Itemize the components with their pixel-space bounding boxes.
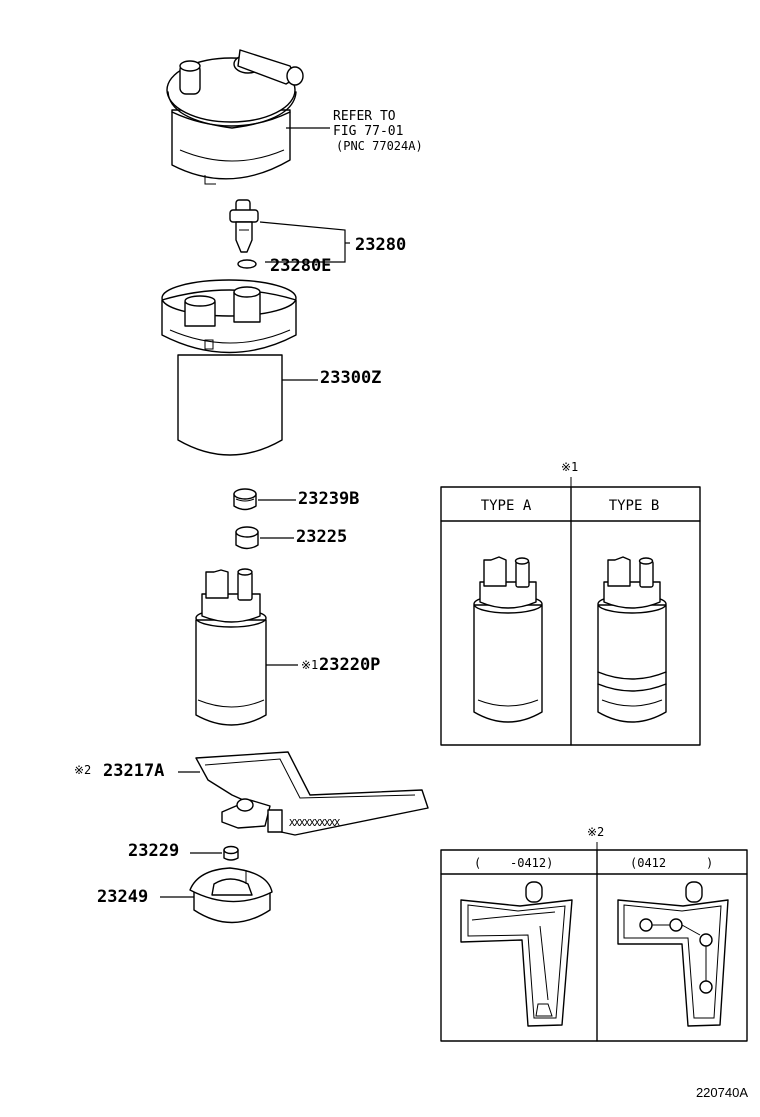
diagram-code: 220740A: [696, 1085, 748, 1100]
part-23280-valve: [229, 199, 259, 253]
part-23225-filter: [235, 526, 259, 550]
part-23220p-fuel-pump: [195, 568, 267, 726]
pump-type-b-image: [597, 556, 667, 723]
part-23300z-fuel-filter: [161, 279, 297, 456]
label-23229: 23229: [128, 841, 179, 861]
label-23249: 23249: [97, 887, 148, 907]
reference-line-1: REFER TO: [333, 109, 396, 124]
label-23280: 23280: [355, 235, 406, 255]
reference-note: REFER TO FIG 77-01 (PNC 77024A): [286, 109, 423, 153]
label-23280e: 23280E: [270, 256, 331, 276]
part-23229-clip: [223, 845, 239, 861]
inset1-mark: ※1: [561, 460, 578, 474]
inset-pump-types: ※1 TYPE A TYPE B: [440, 460, 701, 746]
reference-line-3: (PNC 77024A): [336, 139, 423, 153]
gasket-variant-a-image: [460, 881, 573, 1027]
inset2-col-b-value: (0412: [630, 856, 666, 870]
fuel-filter-top: [166, 49, 304, 185]
part-23249-bracket: [189, 867, 273, 924]
part-23217a-gasket: XXXXXXXXXX: [195, 751, 429, 836]
inset2-col-b-close: ): [706, 856, 713, 870]
inset2-col-a-value: -0412): [510, 856, 553, 870]
part-23280e-o-ring: [237, 259, 257, 269]
label-23239b: 23239B: [298, 489, 359, 509]
reference-line-2: FIG 77-01: [333, 124, 403, 139]
mark-23220p: ※1: [301, 658, 318, 672]
label-23300z: 23300Z: [320, 368, 381, 388]
pump-type-a-image: [473, 556, 543, 723]
part-23239b-cushion: [233, 488, 257, 511]
inset2-mark: ※2: [587, 825, 604, 839]
inset2-col-a-open: (: [474, 856, 481, 870]
gasket-marking: XXXXXXXXXX: [289, 818, 340, 829]
mark-23217a: ※2: [74, 763, 91, 777]
inset-gasket-variants: ※2 ( -0412) (0412 ): [440, 825, 748, 1042]
label-23220p: 23220P: [319, 655, 380, 675]
label-23217a: 23217A: [103, 761, 164, 781]
inset1-type-b: TYPE B: [609, 498, 660, 514]
label-23225: 23225: [296, 527, 347, 547]
inset1-type-a: TYPE A: [481, 498, 532, 514]
gasket-variant-b-image: [617, 881, 729, 1027]
